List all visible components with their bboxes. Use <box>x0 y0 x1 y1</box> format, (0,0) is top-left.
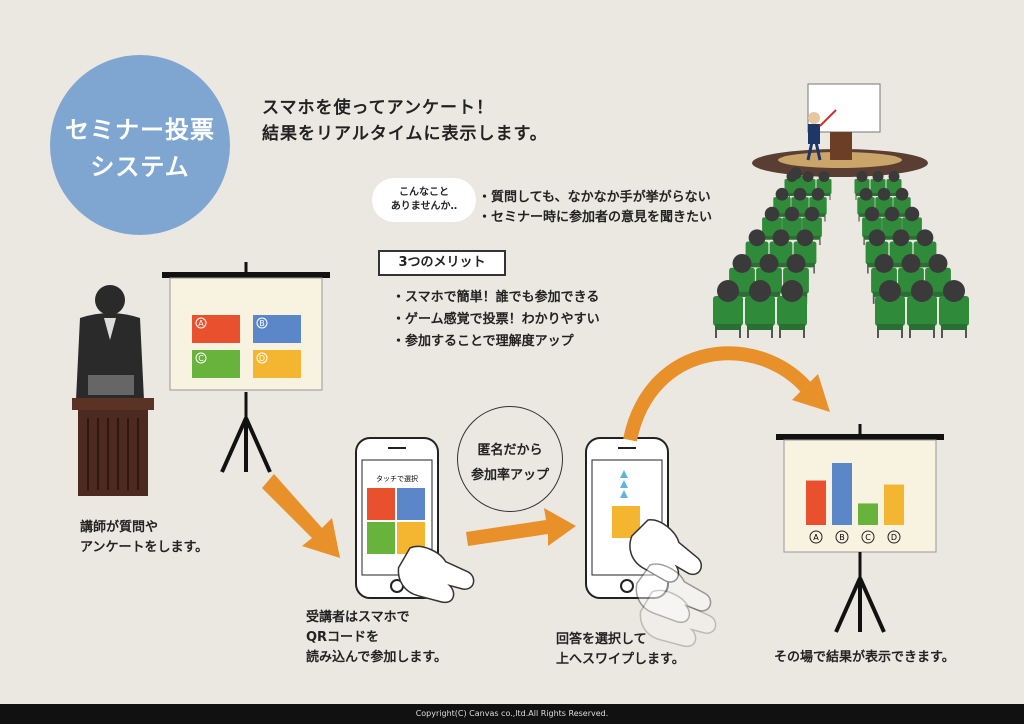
board-label-d: D <box>259 354 265 363</box>
result-label-a: A <box>813 533 819 542</box>
arrow-3-head <box>792 374 830 412</box>
merits-heading: 3つのメリット <box>378 250 506 276</box>
board-option-b <box>253 315 301 343</box>
step2-line1: 受講者はスマホで <box>306 610 410 625</box>
arrow-1 <box>262 474 340 558</box>
step2-caption: 受講者はスマホで QRコードを 読み込んで参加します。 <box>306 608 447 668</box>
board-option-a <box>192 315 240 343</box>
board-label-a: A <box>198 319 204 328</box>
merit-item: ・参加することで理解度アップ <box>392 334 574 349</box>
board-option-d <box>253 350 301 378</box>
results-board: A B C D <box>776 424 944 633</box>
result-label-b: B <box>839 533 845 542</box>
audience-seat <box>744 279 776 339</box>
audience-seat <box>712 279 744 339</box>
result-label-ring-a <box>809 530 823 544</box>
step3-caption: 回答を選択して 上へスワイプします。 <box>556 630 685 670</box>
board-label-c: C <box>198 354 204 363</box>
audience-seat <box>874 279 906 339</box>
result-label-ring-d <box>887 530 901 544</box>
results-chart: A B C D <box>806 463 904 544</box>
bubble-line2: ありませんか‥ <box>390 201 458 212</box>
merit-item: ・スマホで簡単！誰でも参加できる <box>392 290 600 305</box>
audience-seat <box>776 279 808 339</box>
phone-2 <box>585 437 722 654</box>
arrow-2 <box>466 508 576 546</box>
step2-line2: QRコードを <box>306 630 380 645</box>
result-label-ring-c <box>861 530 875 544</box>
step4-caption: その場で結果が表示できます。 <box>774 648 955 668</box>
lecturer-figure <box>72 285 154 496</box>
result-label-ring-b <box>835 530 849 544</box>
problem-item: ・セミナー時に参加者の意見を聞きたい <box>478 210 713 225</box>
phone1-label: タッチで選択 <box>376 474 418 483</box>
arrow-3-curve <box>623 346 816 442</box>
step1-line1: 講師が質問や <box>80 520 159 535</box>
audience-seat <box>906 279 938 339</box>
illustration: A B C D タッチで選択 <box>72 83 970 654</box>
options-board: A B C D <box>162 262 330 473</box>
footer-copyright: Copyright(C) Canvas co.,ltd.All Rights R… <box>0 704 1024 724</box>
seminar-hall <box>712 83 970 339</box>
anon-line2: 参加率アップ <box>470 468 549 483</box>
result-bar-d <box>884 484 904 525</box>
result-label-c: C <box>865 533 871 542</box>
headline-line1: スマホを使ってアンケート！ <box>262 98 494 118</box>
step3-line2: 上へスワイプします。 <box>556 652 685 667</box>
board-label-b: B <box>259 319 265 328</box>
anon-line1: 匿名だから <box>477 443 543 458</box>
headline-line2: 結果をリアルタイムに表示します。 <box>262 124 548 144</box>
result-bar-a <box>806 480 826 525</box>
question-bubble: こんなこと ありませんか‥ <box>372 178 476 222</box>
board-option-c <box>192 350 240 378</box>
step1-caption: 講師が質問や アンケートをします。 <box>80 518 208 558</box>
step1-line2: アンケートをします。 <box>80 540 209 555</box>
result-bar-b <box>832 463 852 525</box>
result-bar-c <box>858 503 878 525</box>
merit-item: ・ゲーム感覚で投票！わかりやすい <box>392 312 600 327</box>
result-label-d: D <box>891 533 897 542</box>
audience-seat <box>938 279 970 339</box>
title-badge: セミナー投票 システム <box>50 55 230 235</box>
phone-1: タッチで選択 <box>355 437 480 610</box>
step4-line1: その場で結果が表示できます。 <box>774 650 955 665</box>
step2-line3: 読み込んで参加します。 <box>306 650 448 665</box>
problem-item: ・質問しても、なかなか手が挙がらない <box>478 190 711 205</box>
anonymous-badge: 匿名だから 参加率アップ <box>457 406 563 512</box>
step3-line1: 回答を選択して <box>556 632 647 647</box>
title-line1: セミナー投票 <box>65 116 215 144</box>
bubble-line1: こんなこと <box>399 187 449 198</box>
title-line2: システム <box>90 153 190 181</box>
